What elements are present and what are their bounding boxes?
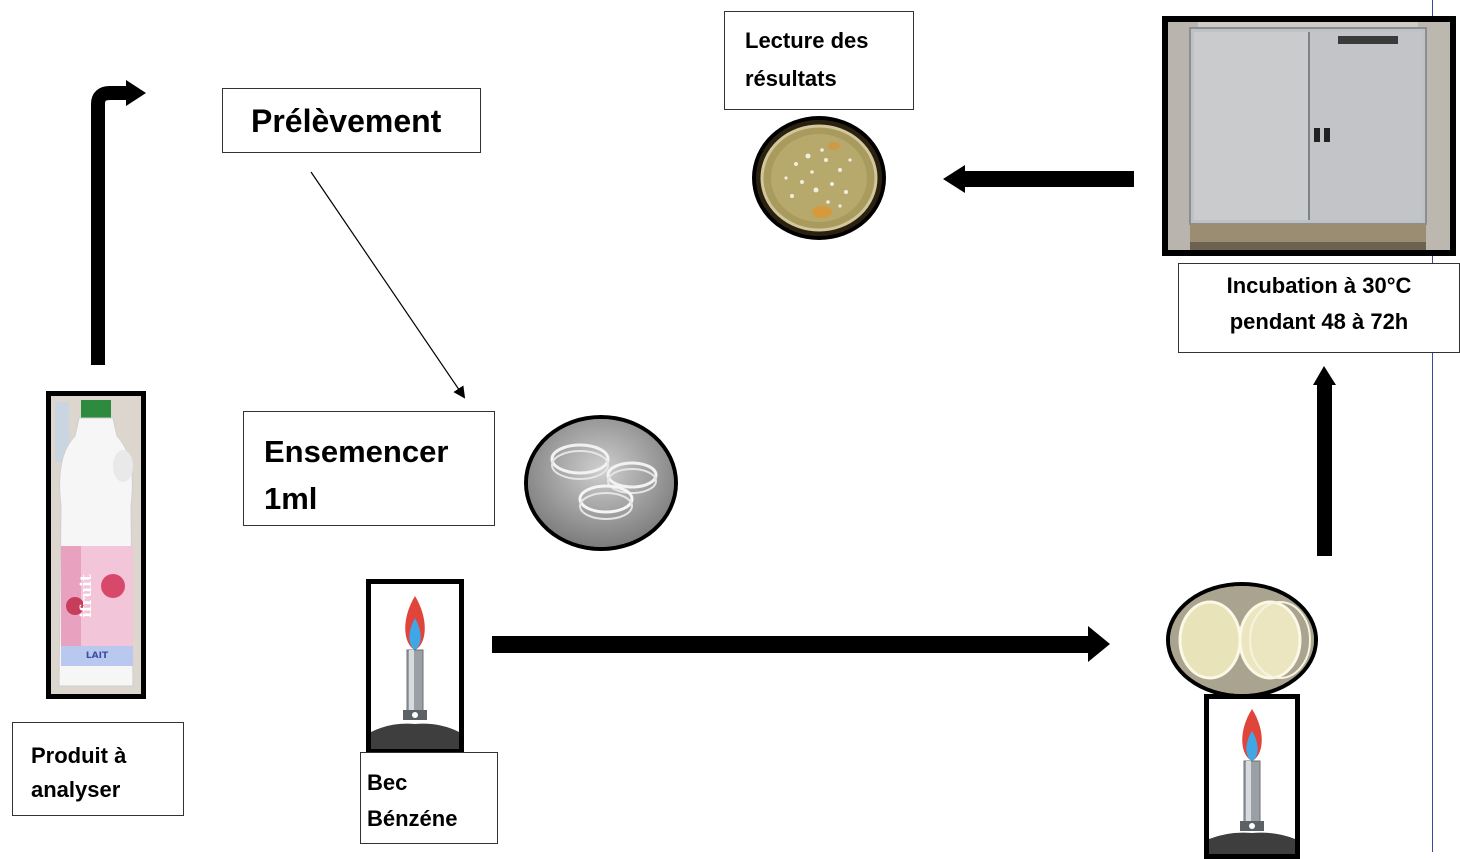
result-petri-dish-image — [752, 116, 886, 240]
bottle-sub-text: LAIT — [86, 651, 109, 661]
label-prelevement: Prélèvement — [222, 88, 481, 153]
bunsen-burner-image — [366, 579, 464, 754]
incubator-image — [1162, 16, 1456, 256]
label-lecture-line2: résultats — [745, 66, 837, 91]
arrow-prelevement-to-ensemencer — [310, 171, 466, 399]
arrow-bottle-to-prelevement-head — [126, 80, 146, 106]
arrow-dishes-to-incubation-head — [1313, 366, 1336, 385]
label-bec: Bec Bénzéne — [360, 752, 498, 844]
label-produit-line1: Produit à — [31, 743, 127, 768]
arrow-bec-to-dishes-shaft — [492, 636, 1090, 653]
product-bottle-image: LAIT ifruit — [46, 391, 146, 699]
label-ensemencer: Ensemencer 1ml — [243, 411, 495, 526]
bottle-brand-text: ifruit — [77, 574, 95, 618]
label-bec-line1: Bec — [367, 770, 408, 795]
label-incubation-line2: pendant 48 à 72h — [1229, 309, 1409, 334]
arrow-incubation-to-lecture-shaft — [963, 171, 1134, 187]
label-incubation: Incubation à 30°C pendant 48 à 72h — [1178, 263, 1460, 353]
empty-petri-dishes-image — [524, 415, 678, 551]
label-ensemencer-line2: 1ml — [264, 481, 318, 516]
arrow-bottle-to-prelevement — [91, 86, 128, 365]
label-prelevement-text: Prélèvement — [251, 103, 442, 139]
label-produit-line2: analyser — [31, 777, 121, 802]
arrow-dishes-to-incubation-shaft — [1317, 383, 1332, 556]
page-margin-rule — [1432, 0, 1433, 852]
label-lecture-line1: Lecture des — [745, 28, 869, 53]
label-ensemencer-line1: Ensemencer — [264, 434, 449, 469]
poured-petri-dishes-image — [1166, 582, 1318, 698]
label-lecture: Lecture des résultats — [724, 11, 914, 110]
bunsen-burner-right-image — [1204, 694, 1300, 859]
label-incubation-line1: Incubation à 30°C — [1226, 273, 1412, 298]
arrow-bec-to-dishes-head — [1088, 626, 1110, 662]
label-bec-line2: Bénzéne — [367, 806, 458, 831]
label-produit: Produit à analyser — [12, 722, 184, 816]
arrow-incubation-to-lecture-head — [943, 165, 965, 193]
